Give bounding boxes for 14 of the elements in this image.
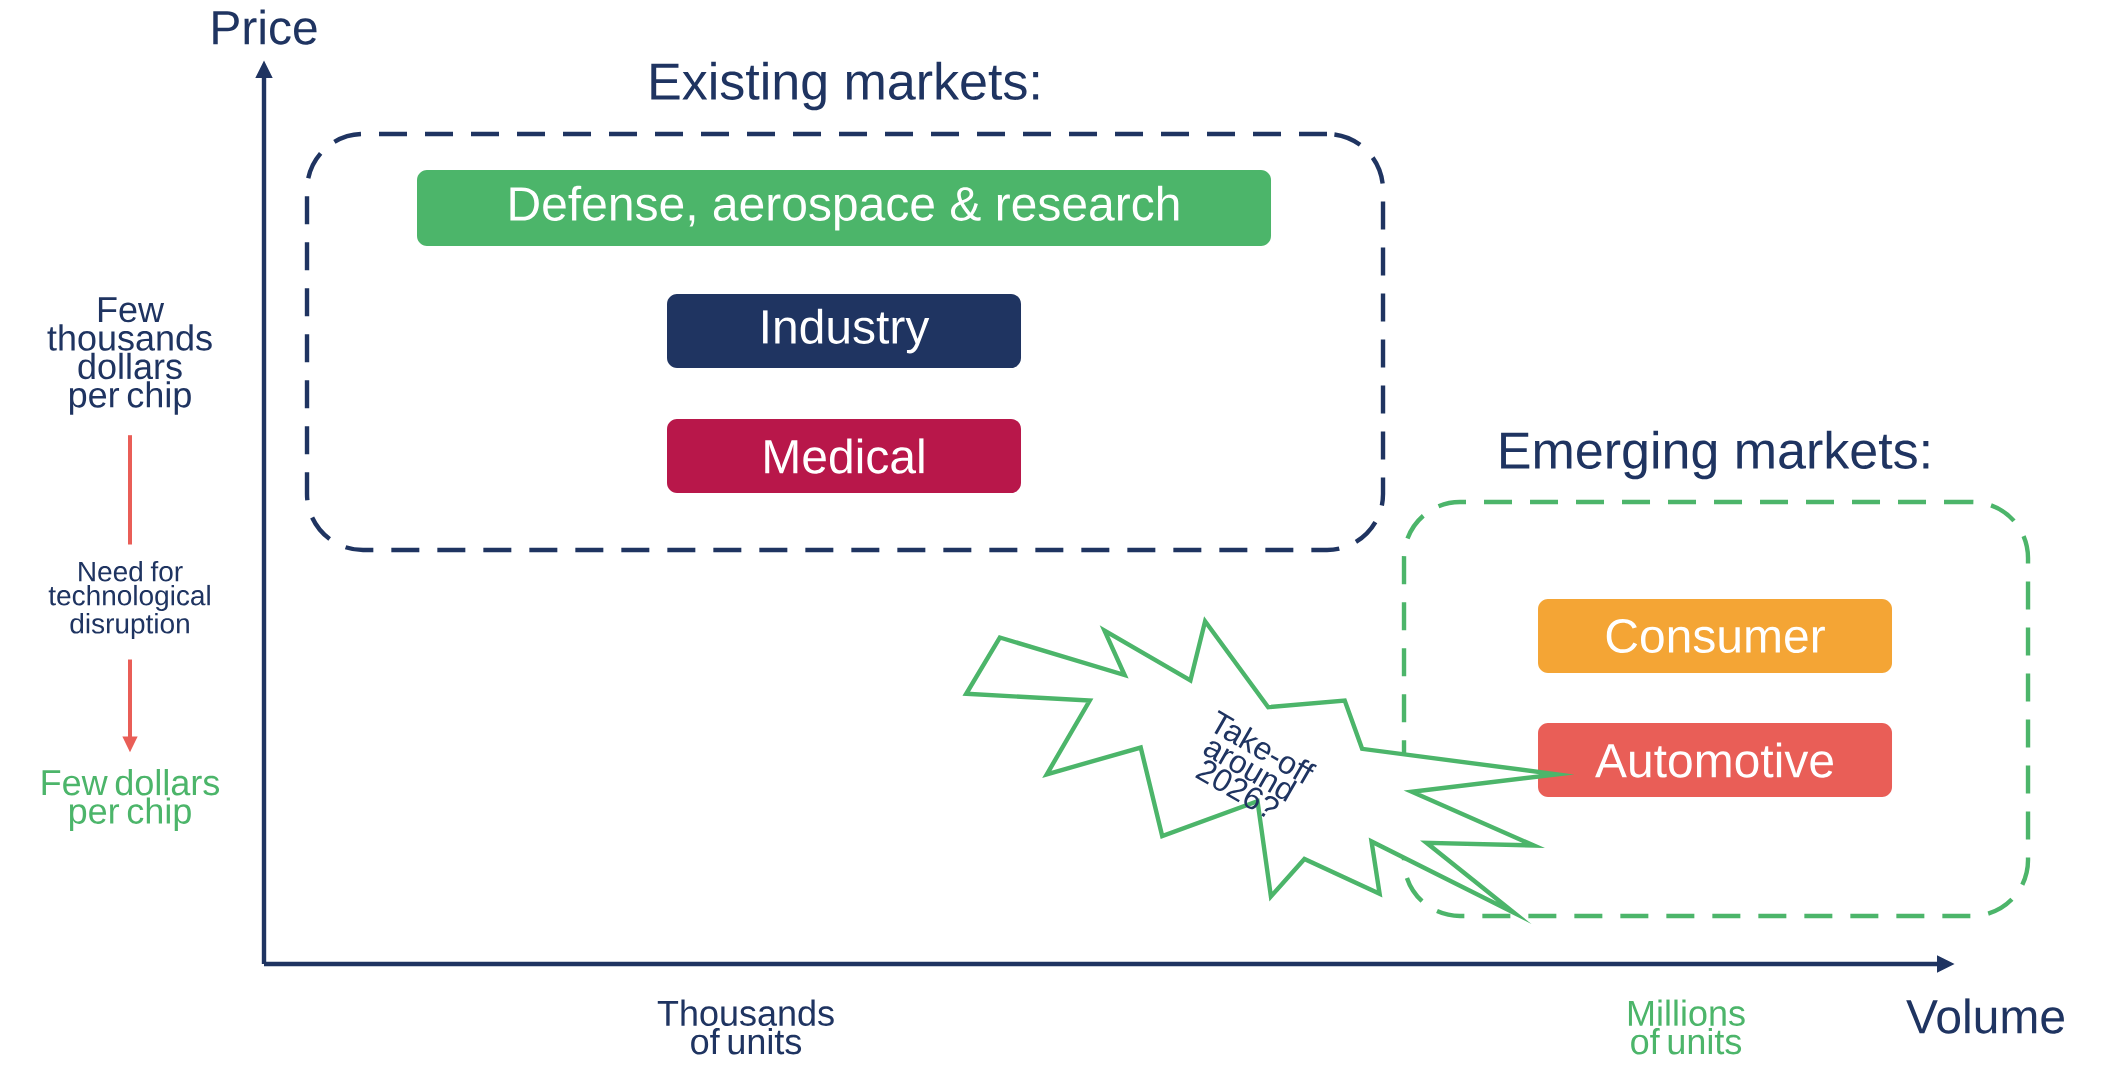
axis-tick-label: Thousands of units <box>657 999 834 1055</box>
price-label: Few dollars per chip <box>42 769 220 831</box>
market-box: Consumer <box>1538 599 1892 673</box>
market-box: Automotive <box>1538 723 1892 797</box>
axis-tick-label: Millions of units <box>1628 999 1745 1055</box>
market-box: Medical <box>667 419 1021 493</box>
market-box: Defense, aerospace & research <box>417 170 1271 246</box>
axis-label: Volume <box>1906 998 2064 1034</box>
group-title: Emerging markets: <box>1501 430 1929 480</box>
price-label: Few thousands dollars per chip <box>47 297 212 415</box>
market-box: Industry <box>667 294 1021 368</box>
axis-label: Price <box>213 9 317 45</box>
price-label: Need for technological disruption <box>48 560 210 640</box>
group-title: Existing markets: <box>651 61 1039 111</box>
